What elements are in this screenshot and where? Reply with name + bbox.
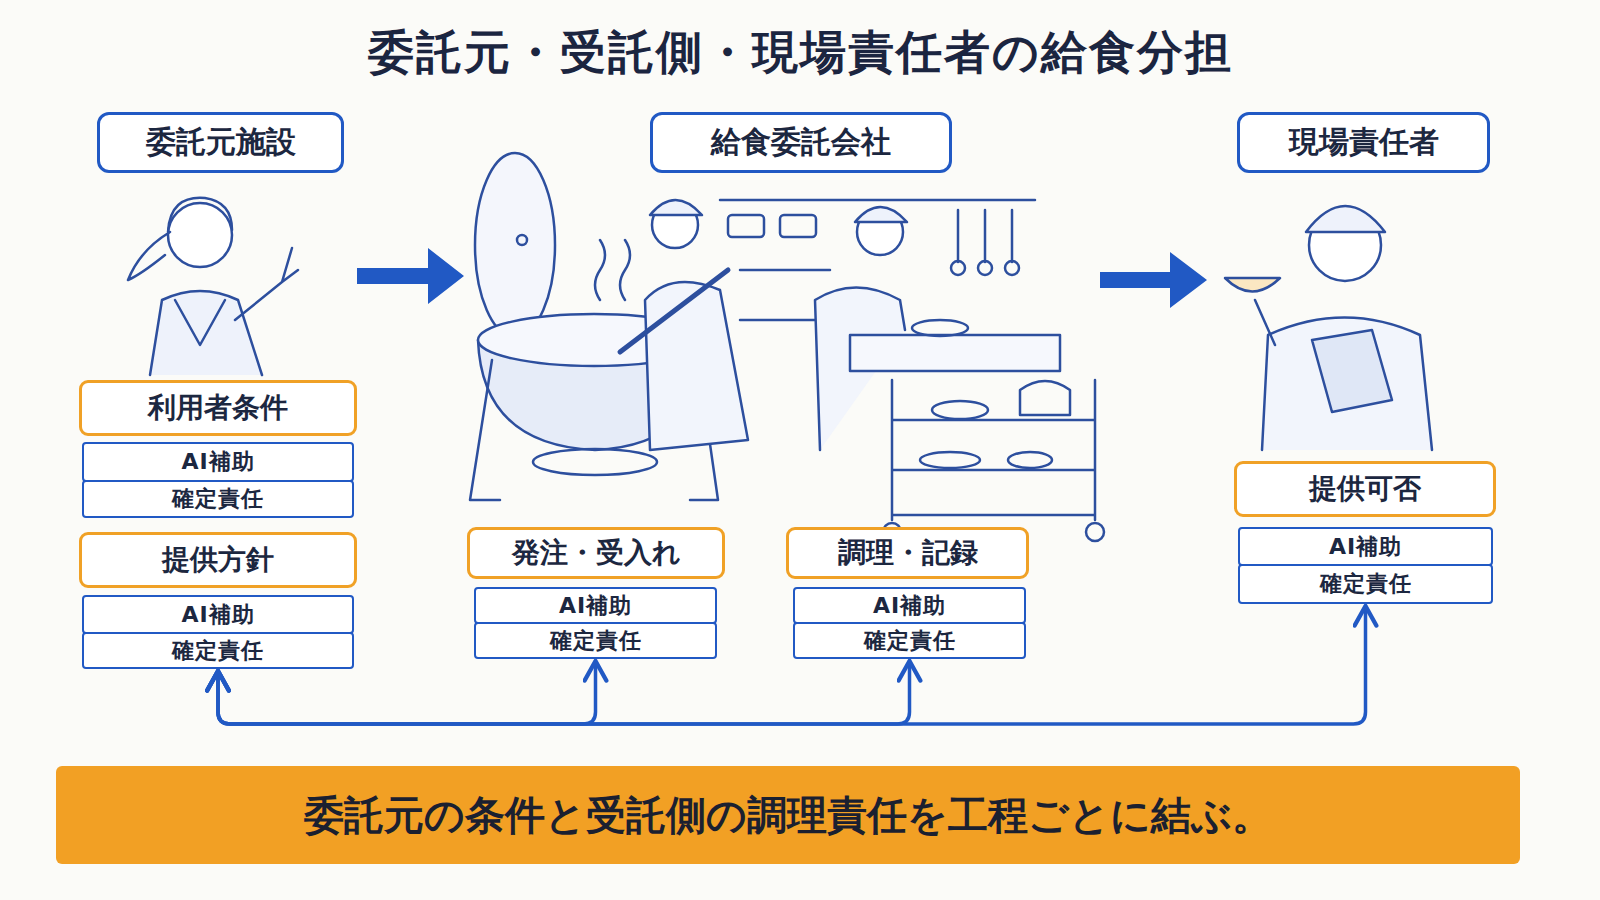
process-box: 発注・受入れ <box>467 527 725 579</box>
feedback-connector <box>218 606 1366 724</box>
role-box: 確定責任 <box>1238 564 1493 604</box>
pot-base <box>533 449 657 475</box>
node-text: 提供方針 <box>162 541 274 579</box>
actor-header: 給食委託会社 <box>650 112 952 173</box>
role-box: 確定責任 <box>82 480 354 518</box>
cook-cap <box>650 200 702 215</box>
big-arrow <box>1100 252 1207 308</box>
pot-small <box>1020 381 1070 415</box>
node-text: AI補助 <box>181 600 254 630</box>
node-text: AI補助 <box>1329 532 1402 562</box>
staff-body <box>1262 318 1432 451</box>
plate <box>920 452 980 468</box>
feedback-connector <box>218 661 910 724</box>
bowl <box>912 320 968 336</box>
woman-body <box>150 291 262 375</box>
node-text: AI補助 <box>873 591 946 621</box>
node-text: 調理・記録 <box>838 534 978 572</box>
woman-collar <box>175 300 225 345</box>
ladle <box>1005 261 1019 275</box>
node-text: AI補助 <box>559 591 632 621</box>
role-box: AI補助 <box>1238 527 1493 566</box>
bowl <box>1008 452 1052 468</box>
node-text: 提供可否 <box>1309 470 1421 508</box>
process-box: 調理・記録 <box>786 527 1029 579</box>
node-text: 確定責任 <box>172 484 264 514</box>
ladle <box>951 261 965 275</box>
work-table <box>850 335 1060 371</box>
node-text: 確定責任 <box>172 636 264 666</box>
staff-cap <box>1306 206 1385 232</box>
node-text: 発注・受入れ <box>512 534 681 572</box>
process-box: 提供方針 <box>79 532 357 588</box>
feedback-connector <box>218 661 596 724</box>
actor-header: 現場責任者 <box>1237 112 1490 173</box>
woman-hair <box>128 198 232 280</box>
role-box: AI補助 <box>474 587 717 624</box>
node-text: 確定責任 <box>550 626 642 656</box>
diagram-title: 委託元・受託側・現場責任者の給食分担 <box>0 22 1600 84</box>
pot-lid <box>475 153 555 337</box>
process-box: 提供可否 <box>1234 461 1496 517</box>
pan <box>728 215 764 237</box>
lid-knob <box>517 235 527 245</box>
node-text: 確定責任 <box>864 626 956 656</box>
role-box: AI補助 <box>82 442 354 482</box>
cook-cap <box>855 207 907 222</box>
clipboard <box>1312 330 1392 412</box>
paddle <box>620 270 728 352</box>
caption-band: 委託元の条件と受託側の調理責任を工程ごとに結ぶ。 <box>56 766 1520 864</box>
role-box: AI補助 <box>82 595 354 634</box>
node-text: AI補助 <box>181 447 254 477</box>
node-text: 委託元施設 <box>146 122 296 163</box>
process-box: 利用者条件 <box>79 380 357 436</box>
role-box: 確定責任 <box>82 632 354 669</box>
actor-header: 委託元施設 <box>97 112 344 173</box>
node-text: 確定責任 <box>1320 569 1412 599</box>
pan <box>780 215 816 237</box>
big-arrow <box>357 248 464 304</box>
woman-arm <box>235 248 298 320</box>
trolley-frame <box>892 380 1095 520</box>
wheel <box>1086 523 1104 541</box>
cook-body <box>645 282 748 450</box>
role-box: AI補助 <box>793 587 1026 624</box>
role-box: 確定責任 <box>793 622 1026 659</box>
utensil-hooks <box>958 210 1012 262</box>
staff-arm <box>1255 300 1275 345</box>
woman-head <box>168 203 232 267</box>
role-box: 確定責任 <box>474 622 717 659</box>
node-text: 現場責任者 <box>1289 122 1439 163</box>
steam <box>595 240 630 300</box>
held-bowl <box>1225 278 1280 292</box>
bowl <box>932 401 988 419</box>
flow-arrows <box>357 248 1207 308</box>
node-text: 給食委託会社 <box>711 122 891 163</box>
ladle <box>978 261 992 275</box>
node-text: 利用者条件 <box>148 389 288 427</box>
